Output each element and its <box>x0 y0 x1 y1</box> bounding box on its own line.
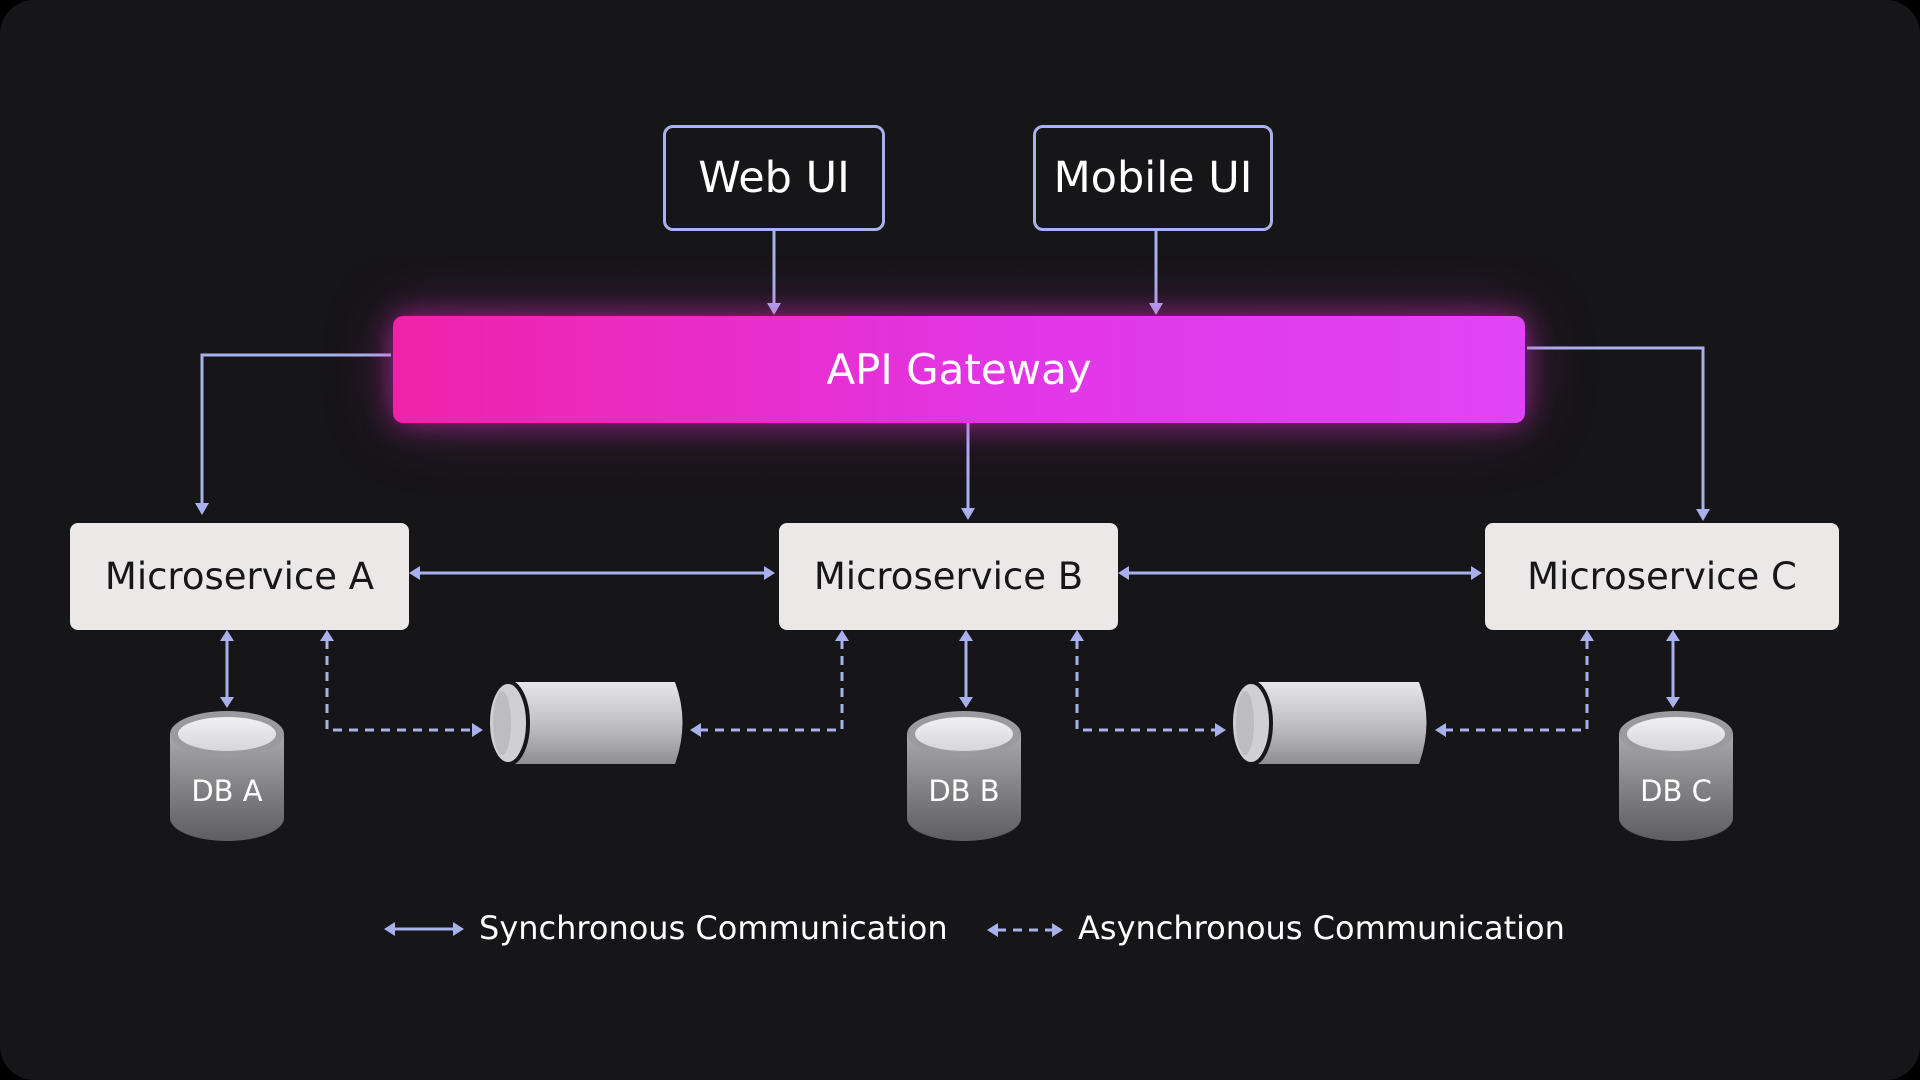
api-gateway-box: API Gateway <box>393 316 1525 423</box>
arrowhead <box>220 630 234 641</box>
arrowhead <box>1666 630 1680 641</box>
async-service-b-to-queue-1 <box>700 640 844 732</box>
arrowhead <box>1435 723 1446 737</box>
arrowhead <box>767 303 781 315</box>
arrowhead <box>959 630 973 641</box>
legend-async-arrow-icon <box>987 923 1063 937</box>
async-service-c-to-queue-2 <box>1445 640 1589 732</box>
db-b-label: DB B <box>928 774 1000 808</box>
legend-sync-text: Synchronous Communication <box>479 909 948 947</box>
microservice-c-box: Microservice C <box>1485 523 1839 630</box>
api-gateway-label: API Gateway <box>826 345 1092 394</box>
connector-gateway-to-service-c <box>1527 346 1705 510</box>
web-ui-box: Web UI <box>663 125 885 231</box>
arrowhead <box>1471 566 1482 580</box>
arrowhead <box>472 723 483 737</box>
message-queue-icon <box>486 680 683 766</box>
arrowhead <box>1070 630 1084 641</box>
arrowhead <box>195 503 209 515</box>
web-ui-label: Web UI <box>698 153 850 203</box>
arrowhead <box>690 723 701 737</box>
microservice-a-label: Microservice A <box>104 555 375 598</box>
arrowhead <box>1696 509 1710 521</box>
database-icon <box>907 711 1021 841</box>
legend-sync-arrow-icon <box>384 922 464 936</box>
arrowhead <box>320 630 334 641</box>
arrowhead <box>1215 723 1226 737</box>
message-queue-icon <box>1229 680 1427 766</box>
database-icon <box>1619 711 1733 841</box>
arrowhead <box>220 697 234 708</box>
arrowhead <box>1118 566 1129 580</box>
arrowhead <box>961 508 975 520</box>
microservice-c-label: Microservice C <box>1527 555 1797 598</box>
arrowhead <box>1149 303 1163 315</box>
async-service-a-to-queue-1 <box>325 640 473 732</box>
arrowhead <box>959 697 973 708</box>
async-service-b-to-queue-2 <box>1075 640 1216 732</box>
microservice-a-box: Microservice A <box>70 523 409 630</box>
legend-async-text: Asynchronous Communication <box>1078 909 1565 947</box>
mobile-ui-label: Mobile UI <box>1053 153 1253 203</box>
mobile-ui-box: Mobile UI <box>1033 125 1273 231</box>
connector-gateway-to-service-a <box>200 353 391 504</box>
arrowhead <box>835 630 849 641</box>
microservice-b-label: Microservice B <box>813 555 1084 598</box>
arrowhead <box>1580 630 1594 641</box>
arrowhead <box>409 566 420 580</box>
db-c-label: DB C <box>1640 774 1712 808</box>
microservice-b-box: Microservice B <box>779 523 1118 630</box>
arrowhead <box>1666 697 1680 708</box>
database-icon <box>170 711 284 841</box>
db-a-label: DB A <box>191 774 263 808</box>
arrowhead <box>764 566 775 580</box>
